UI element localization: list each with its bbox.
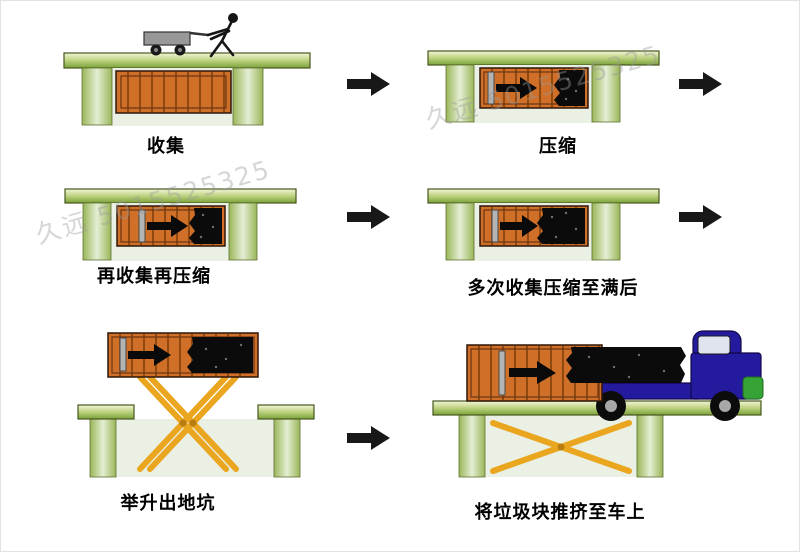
- flow-arrow-icon: [347, 71, 391, 97]
- flow-arrow-icon: [679, 71, 723, 97]
- pit-wall-right: [636, 414, 664, 478]
- compactor-ram: [119, 337, 127, 372]
- pit-wall-right: [591, 64, 621, 123]
- truck-bumper: [742, 376, 764, 400]
- scene-recollect: [64, 188, 297, 261]
- flow-arrow-icon: [347, 425, 391, 451]
- scene-lift: [77, 332, 315, 478]
- pit-wall-right: [232, 67, 264, 126]
- pit-wall-right: [228, 202, 258, 261]
- truck: [578, 330, 764, 421]
- garbage-block: [537, 208, 585, 244]
- pit-wall-left: [445, 64, 475, 123]
- garbage-block: [187, 337, 253, 373]
- truck-wheel-front-hub: [719, 400, 731, 412]
- scene-load-truck: [432, 330, 764, 478]
- truck-wheel-rear-hub: [605, 400, 617, 412]
- panel-label-full: 多次收集压缩至满后: [467, 278, 639, 299]
- panel-label-push-to-truck: 将垃圾块推挤至车上: [474, 502, 646, 523]
- ground-slab: [63, 52, 311, 69]
- compactor-ram: [498, 350, 506, 396]
- pit-wall-right: [591, 202, 621, 261]
- scissor-lift-collapsed: [490, 420, 632, 474]
- garbage-block: [566, 347, 686, 383]
- garbage-block: [554, 70, 585, 106]
- ground-slab: [427, 50, 660, 66]
- push-arrow-icon: [509, 361, 556, 384]
- panel-label-collect: 收集: [147, 136, 185, 157]
- panel-label-recollect: 再收集再压缩: [97, 266, 211, 287]
- scene-compress: [427, 50, 660, 123]
- panel-label-lift: 举升出地坑: [120, 493, 216, 514]
- ground-slab: [427, 188, 660, 204]
- garbage-texture: [587, 353, 666, 379]
- garbage-texture: [204, 343, 243, 369]
- truck-window: [697, 335, 731, 355]
- push-arrow-icon: [147, 215, 188, 237]
- handcart: [143, 31, 209, 56]
- garbage-block: [189, 208, 222, 244]
- ground-slab-left: [77, 404, 135, 420]
- pit-wall-left: [82, 202, 112, 261]
- pit-wall-left: [89, 418, 117, 478]
- compactor-ram: [487, 71, 495, 105]
- compactor-ram: [138, 209, 146, 243]
- push-arrow-icon: [500, 215, 538, 237]
- worker-figure: [206, 13, 238, 58]
- ground-slab: [64, 188, 297, 204]
- pit-wall-left: [81, 67, 113, 126]
- pit-wall-left: [458, 414, 486, 478]
- pit-wall-left: [445, 202, 475, 261]
- push-arrow-icon: [128, 344, 171, 366]
- container-stripes: [127, 72, 225, 112]
- push-arrow-icon: [496, 77, 537, 99]
- garbage-texture: [199, 213, 215, 239]
- garbage-texture: [550, 211, 578, 239]
- flow-arrow-icon: [347, 204, 391, 230]
- garbage-texture: [564, 77, 578, 101]
- garbage-container: [115, 70, 232, 114]
- scene-full: [427, 188, 660, 261]
- compactor-ram: [491, 209, 499, 243]
- pit-wall-right: [273, 418, 301, 478]
- ground-slab-right: [257, 404, 315, 420]
- scene-collect: [63, 13, 311, 126]
- panel-label-compress: 压缩: [539, 136, 577, 157]
- flow-arrow-icon: [679, 204, 723, 230]
- scissor-lift: [137, 374, 239, 472]
